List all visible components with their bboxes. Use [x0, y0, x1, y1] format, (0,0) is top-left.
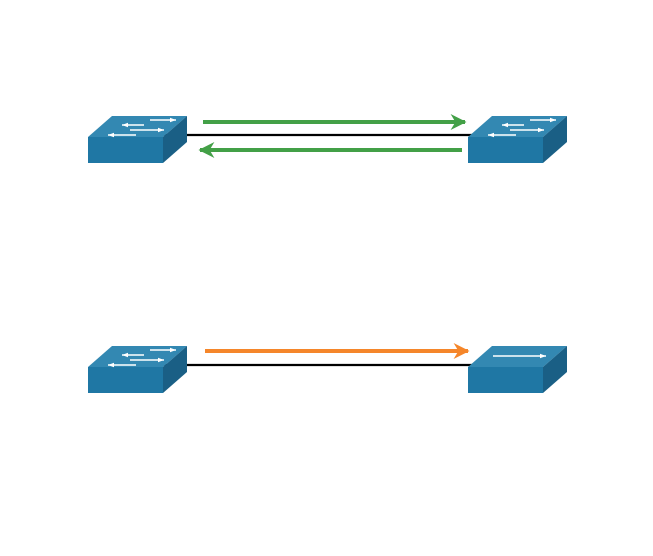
device-front-face: [88, 367, 163, 393]
left-switch[interactable]: [88, 116, 187, 163]
device-top-face: [88, 116, 187, 137]
device-side-face: [163, 346, 187, 393]
right-hub[interactable]: [468, 346, 567, 393]
device-front-face: [88, 137, 163, 163]
device-side-face: [543, 346, 567, 393]
bidirectional-arrows-icon: [488, 117, 556, 138]
bidirectional-arrows-icon: [108, 347, 176, 368]
device-side-face: [543, 116, 567, 163]
device-side-face: [163, 116, 187, 163]
device-top-face: [468, 116, 567, 137]
bidirectional-arrows-icon: [108, 117, 176, 138]
single-arrow-icon: [493, 353, 546, 359]
device-front-face: [468, 367, 543, 393]
device-top-face: [88, 346, 187, 367]
device-front-face: [468, 137, 543, 163]
right-switch[interactable]: [468, 116, 567, 163]
left-switch[interactable]: [88, 346, 187, 393]
